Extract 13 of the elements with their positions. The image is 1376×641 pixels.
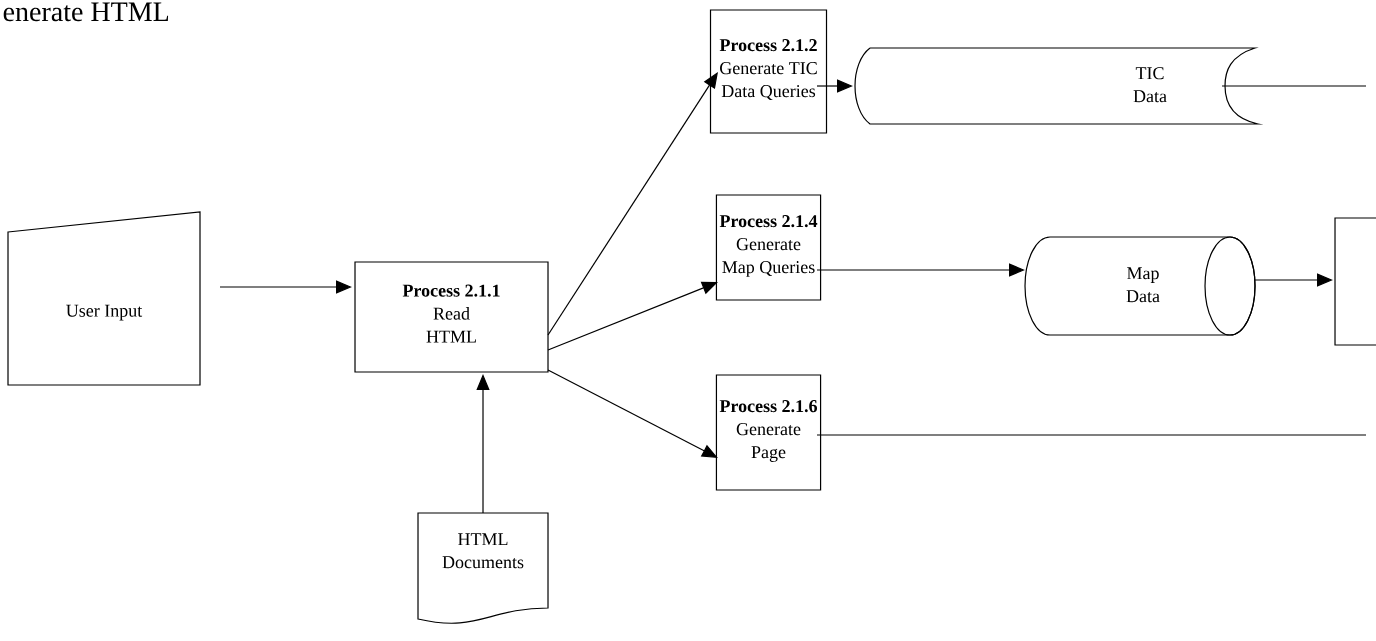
connector-line: [1221, 85, 1367, 87]
process-box: Process 2.1.1 Read HTML: [354, 261, 549, 373]
manual-input-box: User Input: [7, 211, 201, 386]
arrow: [547, 72, 718, 336]
process-box: Process 2.1.6 Generate Page: [715, 374, 822, 491]
arrow: [547, 369, 718, 458]
connector-line: [816, 434, 1367, 436]
database-cylinder: Map Data: [1024, 236, 1256, 336]
arrow: [547, 281, 718, 351]
diagram-title: enerate HTML: [3, 2, 169, 22]
process-box: Process 2.1.4 Generate Map Queries: [715, 194, 822, 301]
process-box: [1334, 217, 1376, 346]
process-box: Process 2.1.2 Generate TIC Data Queries: [709, 9, 828, 134]
